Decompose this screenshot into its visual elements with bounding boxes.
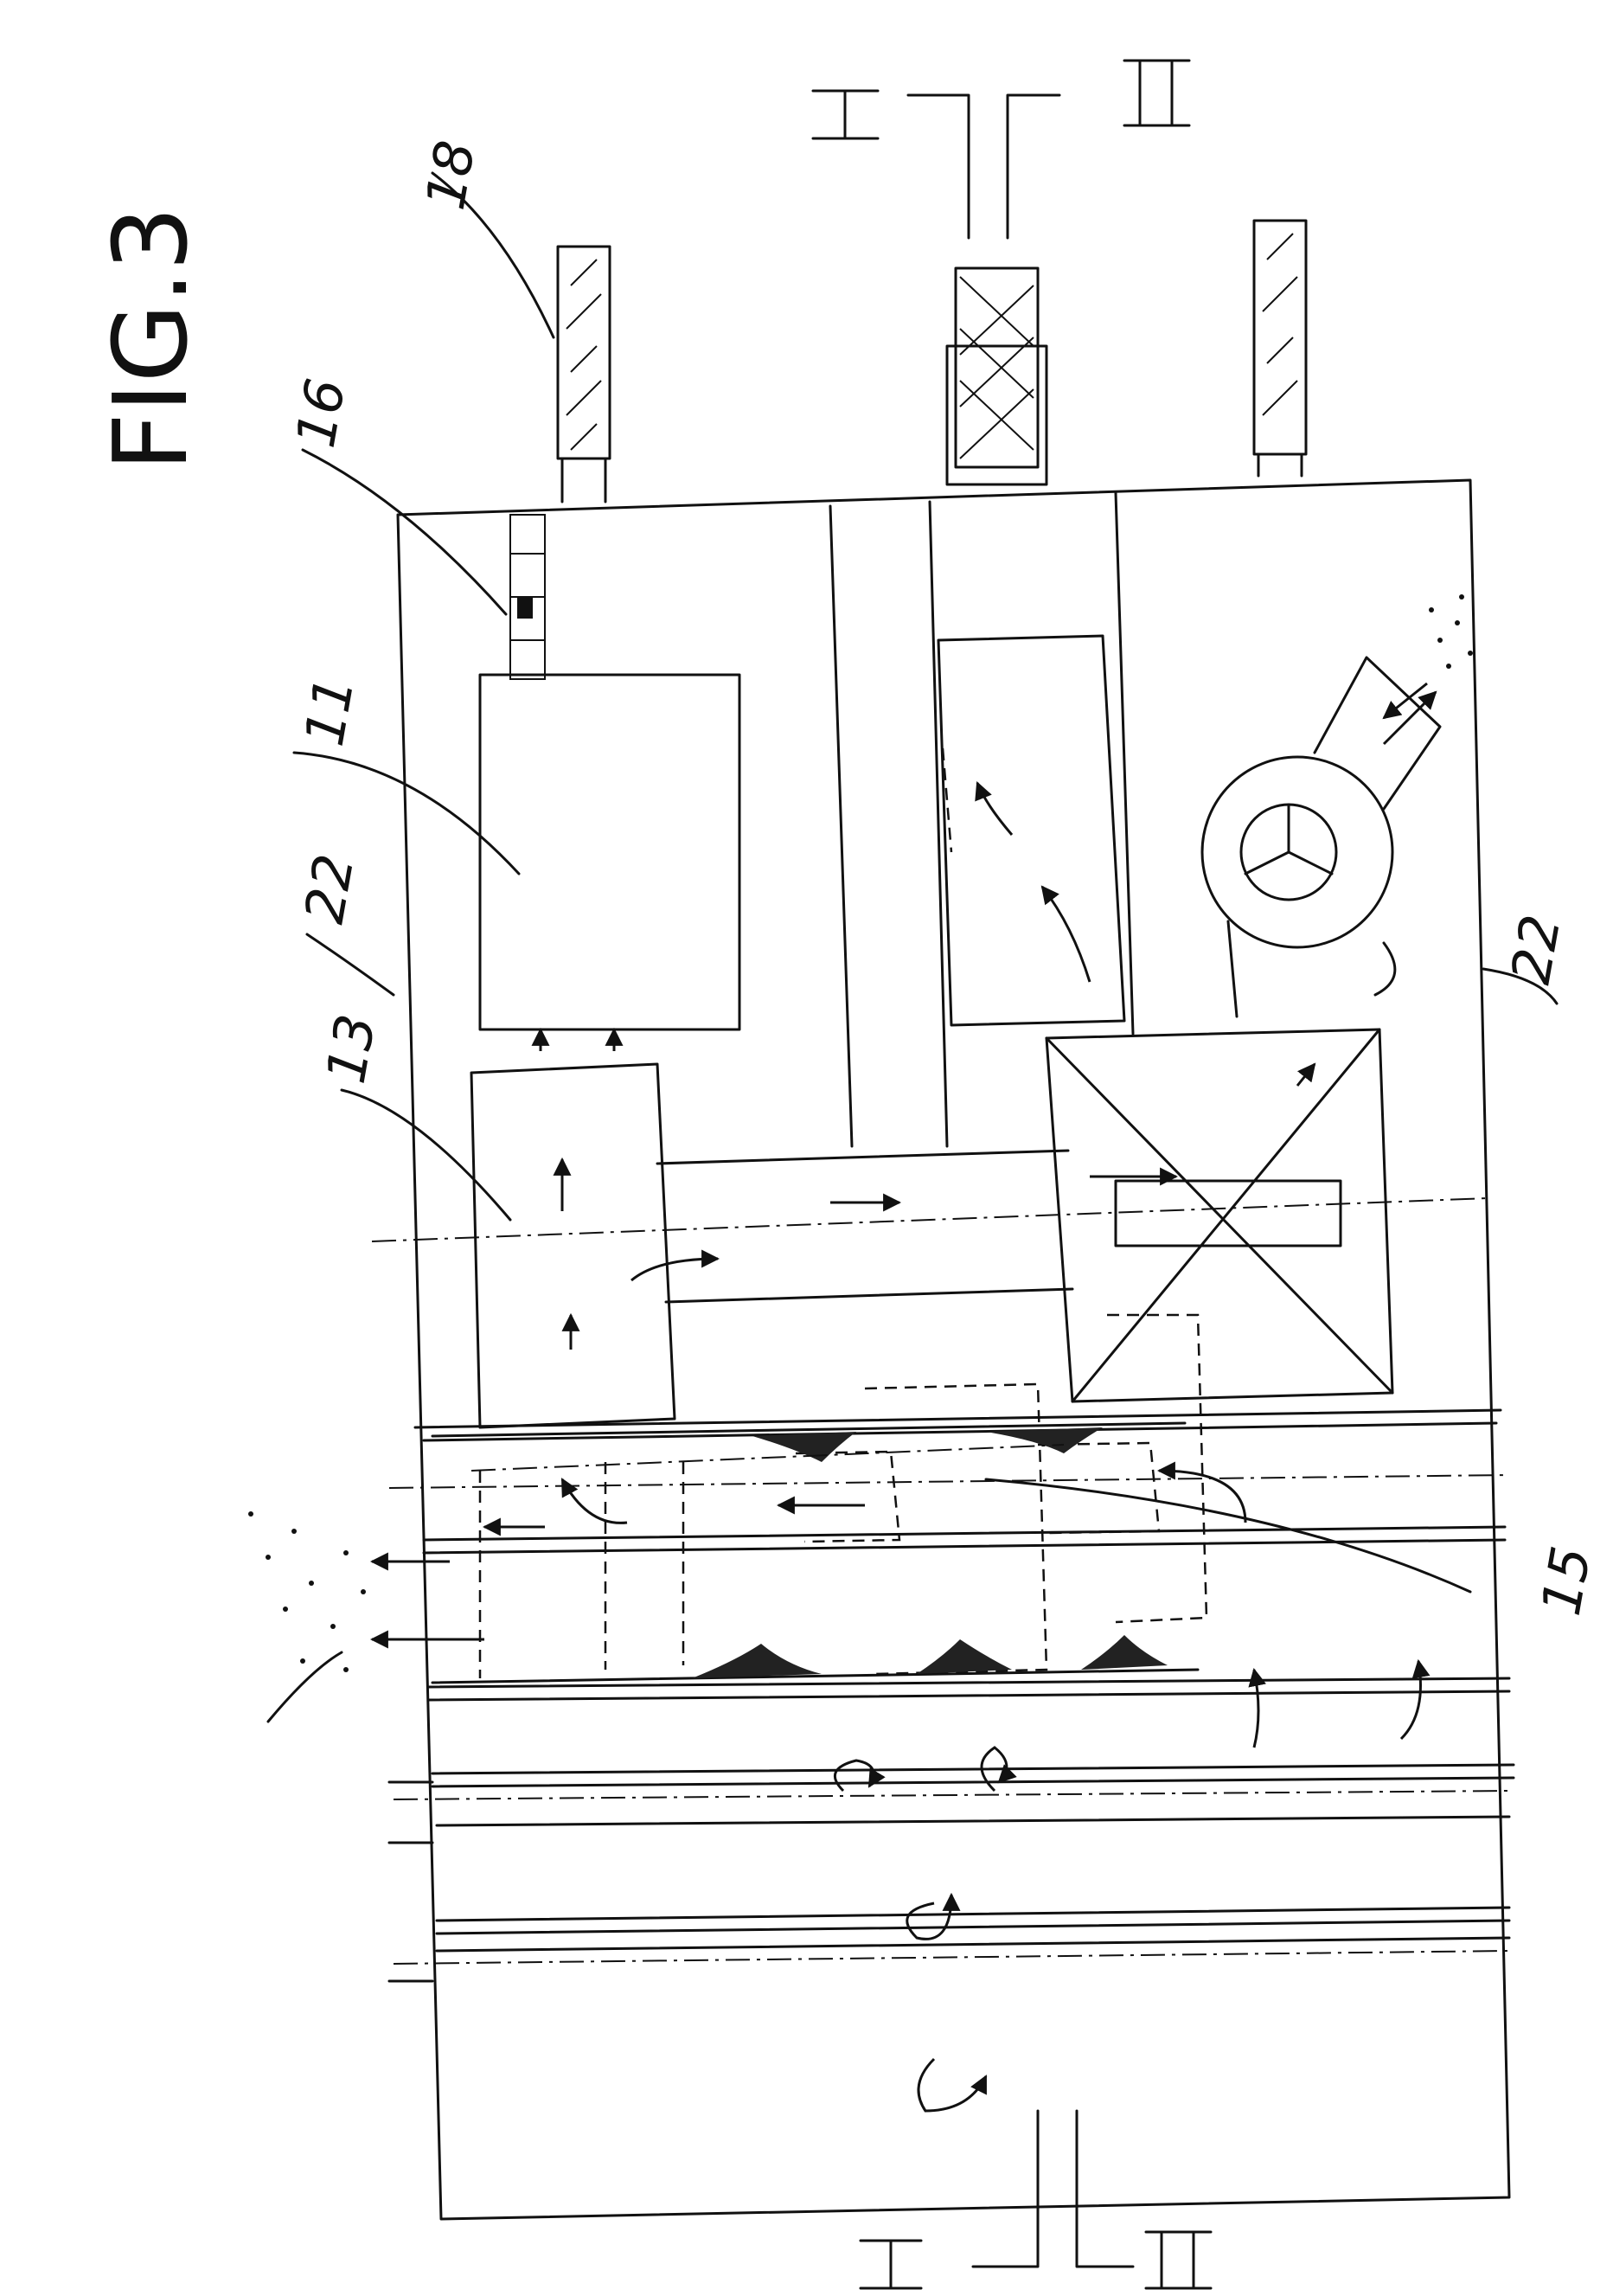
- reference-labels: 18 16 11 22 13 22 15: [284, 136, 1603, 1619]
- top-pipes: [556, 219, 1308, 503]
- ref-label-15: 15: [1529, 1542, 1603, 1619]
- leader-lines: [292, 171, 1559, 1594]
- centerline-lower: [470, 1444, 1065, 1472]
- fan: [1200, 594, 1473, 1018]
- ref-label-13: 13: [314, 1010, 388, 1087]
- section-marks-top: I II: [811, 59, 1191, 240]
- main-housing: [396, 478, 1511, 2221]
- roller-mechanism: [369, 1313, 1431, 2113]
- lower-tracks: [387, 1408, 1515, 1983]
- figure-title: FIG.3: [91, 206, 210, 471]
- fan-housing: [1200, 755, 1394, 949]
- pipe-right: [1252, 219, 1308, 456]
- chamber-right: [937, 634, 1126, 1027]
- pipe-left: [556, 245, 611, 460]
- ref-label-22-top: 22: [292, 850, 367, 927]
- heat-exchanger: [830, 1028, 1394, 1403]
- housing-outline: [396, 478, 1511, 2221]
- ref-label-11: 11: [292, 672, 367, 750]
- ref-label-18: 18: [413, 136, 488, 214]
- figure-title-group: FIG.3: [91, 206, 210, 471]
- ref-label-16: 16: [284, 374, 358, 452]
- ref-label-22-bottom: 22: [1499, 910, 1573, 988]
- section-marks-bottom: I II: [859, 2109, 1213, 2290]
- pipe-center: [954, 266, 1040, 469]
- unit-13: [470, 1027, 1074, 1429]
- centerline-horizontal: [371, 1197, 1488, 1242]
- exhaust-particles: [248, 1511, 366, 1723]
- unit-11: [478, 673, 741, 1031]
